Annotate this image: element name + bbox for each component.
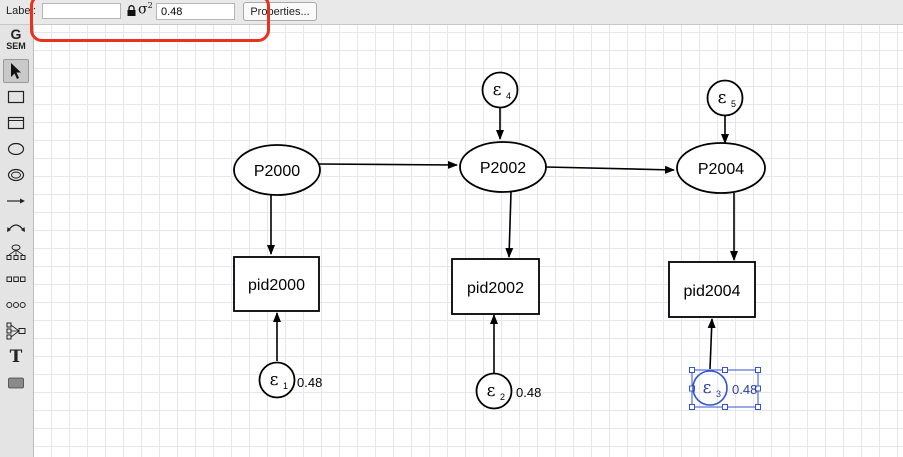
gsem-g-label: G [10, 26, 22, 42]
path-arrow-icon [7, 198, 25, 204]
variance-exponent: 2 [147, 1, 153, 10]
error-symbol: ε [493, 80, 502, 100]
latent-variable-p2004[interactable]: P2004 [676, 142, 766, 194]
selection-handle[interactable] [689, 385, 695, 392]
diagram-canvas[interactable]: P2000 P2002 P2004 pid2000 pid2002 pid200… [34, 25, 903, 457]
observed-variable-pid2000[interactable]: pid2000 [233, 256, 320, 312]
arrow-pointer-icon [11, 63, 21, 79]
selection-handle[interactable] [755, 367, 761, 373]
error-subscript: 5 [731, 99, 736, 109]
latent-label: P2004 [698, 161, 744, 178]
path-tool[interactable] [3, 189, 29, 213]
generalized-observed-tool[interactable] [3, 111, 29, 135]
double-rectangle-icon [7, 116, 25, 130]
selection-handle[interactable] [755, 385, 761, 392]
double-ellipse-icon [7, 168, 25, 182]
tool-palette: G SEM T [0, 25, 34, 457]
text-tool-glyph: T [9, 347, 23, 367]
path-e3-pid2004[interactable] [707, 318, 716, 370]
area-tool[interactable] [3, 371, 29, 395]
error-variance-value: 0.48 [516, 385, 541, 400]
covariance-tool[interactable] [3, 215, 29, 239]
error-subscript: 1 [283, 381, 288, 391]
path-p2000-p2002[interactable] [318, 160, 458, 169]
path-p2002-pid2002[interactable] [505, 191, 514, 258]
latent-label: P2002 [480, 160, 526, 177]
error-variance-value: 0.48 [297, 375, 322, 390]
three-squares-icon [6, 276, 26, 282]
multilevel-latent-tool[interactable] [3, 163, 29, 187]
observed-label: pid2004 [684, 283, 741, 300]
observed-label: pid2002 [467, 280, 524, 297]
label-field-label: Label: [6, 5, 36, 17]
variance-input[interactable] [156, 3, 235, 20]
variance-label: σ2 [138, 1, 153, 18]
error-term-e5[interactable]: ε 5 [706, 79, 744, 117]
gsem-toggle[interactable]: G SEM [3, 26, 29, 54]
error-subscript: 4 [506, 91, 511, 101]
latent-variable-p2002[interactable]: P2002 [459, 141, 547, 193]
error-subscript: 3 [716, 389, 721, 399]
error-term-e3[interactable]: ε 3 0.48 [689, 367, 761, 410]
observed-variable-tool[interactable] [3, 85, 29, 109]
error-symbol: ε [487, 381, 496, 401]
latent-set-tool[interactable] [3, 293, 29, 317]
selection-handle[interactable] [722, 404, 728, 410]
label-input[interactable] [42, 3, 121, 19]
properties-bar: Label: σ2 Properties... [0, 0, 903, 25]
three-circles-icon [6, 302, 26, 308]
observed-variable-pid2004[interactable]: pid2004 [668, 261, 756, 318]
error-subscript: 2 [500, 392, 505, 402]
select-tool[interactable] [3, 59, 29, 83]
error-variance-value: 0.48 [732, 382, 757, 397]
selection-handle[interactable] [722, 367, 728, 373]
latent-variable-tool[interactable] [3, 137, 29, 161]
error-symbol: ε [703, 378, 712, 398]
measurement-component-icon [6, 244, 26, 260]
gsem-sem-label: SEM [6, 41, 26, 51]
selection-handle[interactable] [689, 404, 695, 410]
latent-label: P2000 [254, 163, 300, 180]
selection-handle[interactable] [755, 404, 761, 410]
error-term-e2[interactable]: ε 2 0.48 [475, 372, 542, 410]
variance-symbol: σ [138, 1, 148, 18]
properties-button[interactable]: Properties... [243, 2, 317, 21]
observed-set-tool[interactable] [3, 267, 29, 291]
filled-rectangle-icon [8, 377, 24, 389]
measurement-component-tool[interactable] [3, 241, 29, 265]
lock-icon[interactable] [127, 5, 136, 16]
path-p2002-p2004[interactable] [545, 165, 675, 174]
annotation-highlight [30, 0, 270, 42]
rectangle-icon [7, 90, 25, 104]
latent-variable-p2000[interactable]: P2000 [233, 144, 321, 196]
text-tool[interactable]: T [3, 345, 29, 369]
sem-diagram: P2000 P2002 P2004 pid2000 pid2002 pid200… [233, 71, 766, 410]
regression-component-tool[interactable] [3, 319, 29, 343]
error-symbol: ε [270, 370, 279, 390]
observed-label: pid2000 [248, 277, 305, 294]
regression-component-icon [6, 322, 26, 340]
error-term-e4[interactable]: ε 4 [481, 71, 519, 109]
observed-variable-pid2002[interactable]: pid2002 [451, 258, 540, 315]
error-term-e1[interactable]: ε 1 0.48 [258, 361, 323, 399]
ellipse-icon [7, 142, 25, 156]
selection-handle[interactable] [689, 367, 695, 373]
error-symbol: ε [718, 88, 727, 108]
curved-arrow-icon [7, 224, 25, 232]
